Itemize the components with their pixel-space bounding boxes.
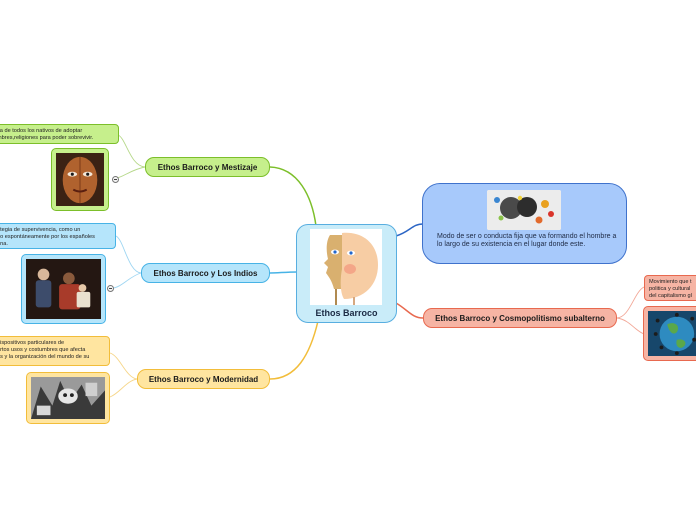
- image-box-modernidad[interactable]: [26, 372, 110, 424]
- guernica-painting: [31, 377, 105, 419]
- link-mestizaje: [269, 166, 317, 227]
- central-topic[interactable]: Ethos Barroco: [296, 224, 397, 323]
- link-indios: [269, 271, 298, 274]
- central-topic-label: Ethos Barroco: [315, 308, 378, 318]
- image-box-indios[interactable]: [21, 254, 106, 324]
- note-cosmopolitismo[interactable]: Movimiento que t politica y cultural del…: [644, 275, 696, 301]
- note-indios[interactable]: ategia de supervivencia, como un do espo…: [0, 223, 116, 249]
- colonial-family-painting: [26, 259, 101, 319]
- globe-people-image: [648, 311, 696, 356]
- topic-modernidad-label: Ethos Barroco y Modernidad: [148, 374, 259, 384]
- link-modernidad: [269, 320, 319, 380]
- topic-mestizaje[interactable]: Ethos Barroco y Mestizaje: [145, 157, 270, 177]
- brain-idea-image: [487, 190, 561, 230]
- definition-topic[interactable]: Modo de ser o conducta fija que va forma…: [422, 183, 627, 264]
- topic-modernidad[interactable]: Ethos Barroco y Modernidad: [137, 369, 270, 389]
- face-portrait-image: [56, 153, 104, 206]
- collapse-toggle-icon[interactable]: [112, 176, 119, 183]
- link-cosmopolitismo: [395, 302, 424, 319]
- topic-cosmopolitismo-label: Ethos Barroco y Cosmopolitismo subaltern…: [435, 313, 605, 323]
- note-mestizaje[interactable]: va de todos los nativos de adoptar mbres…: [0, 124, 119, 144]
- topic-indios[interactable]: Ethos Barroco y Los Indios: [141, 263, 270, 283]
- topic-cosmopolitismo[interactable]: Ethos Barroco y Cosmopolitismo subaltern…: [423, 308, 617, 328]
- image-box-mestizaje[interactable]: [51, 148, 109, 211]
- link-definition: [395, 223, 424, 237]
- topic-mestizaje-label: Ethos Barroco y Mestizaje: [157, 162, 258, 172]
- image-box-cosmopolitismo[interactable]: [643, 306, 696, 361]
- topic-indios-label: Ethos Barroco y Los Indios: [153, 268, 258, 278]
- definition-text: Modo de ser o conducta fija que va forma…: [437, 233, 617, 249]
- masks-image: [310, 229, 382, 305]
- collapse-toggle-icon[interactable]: [107, 285, 114, 292]
